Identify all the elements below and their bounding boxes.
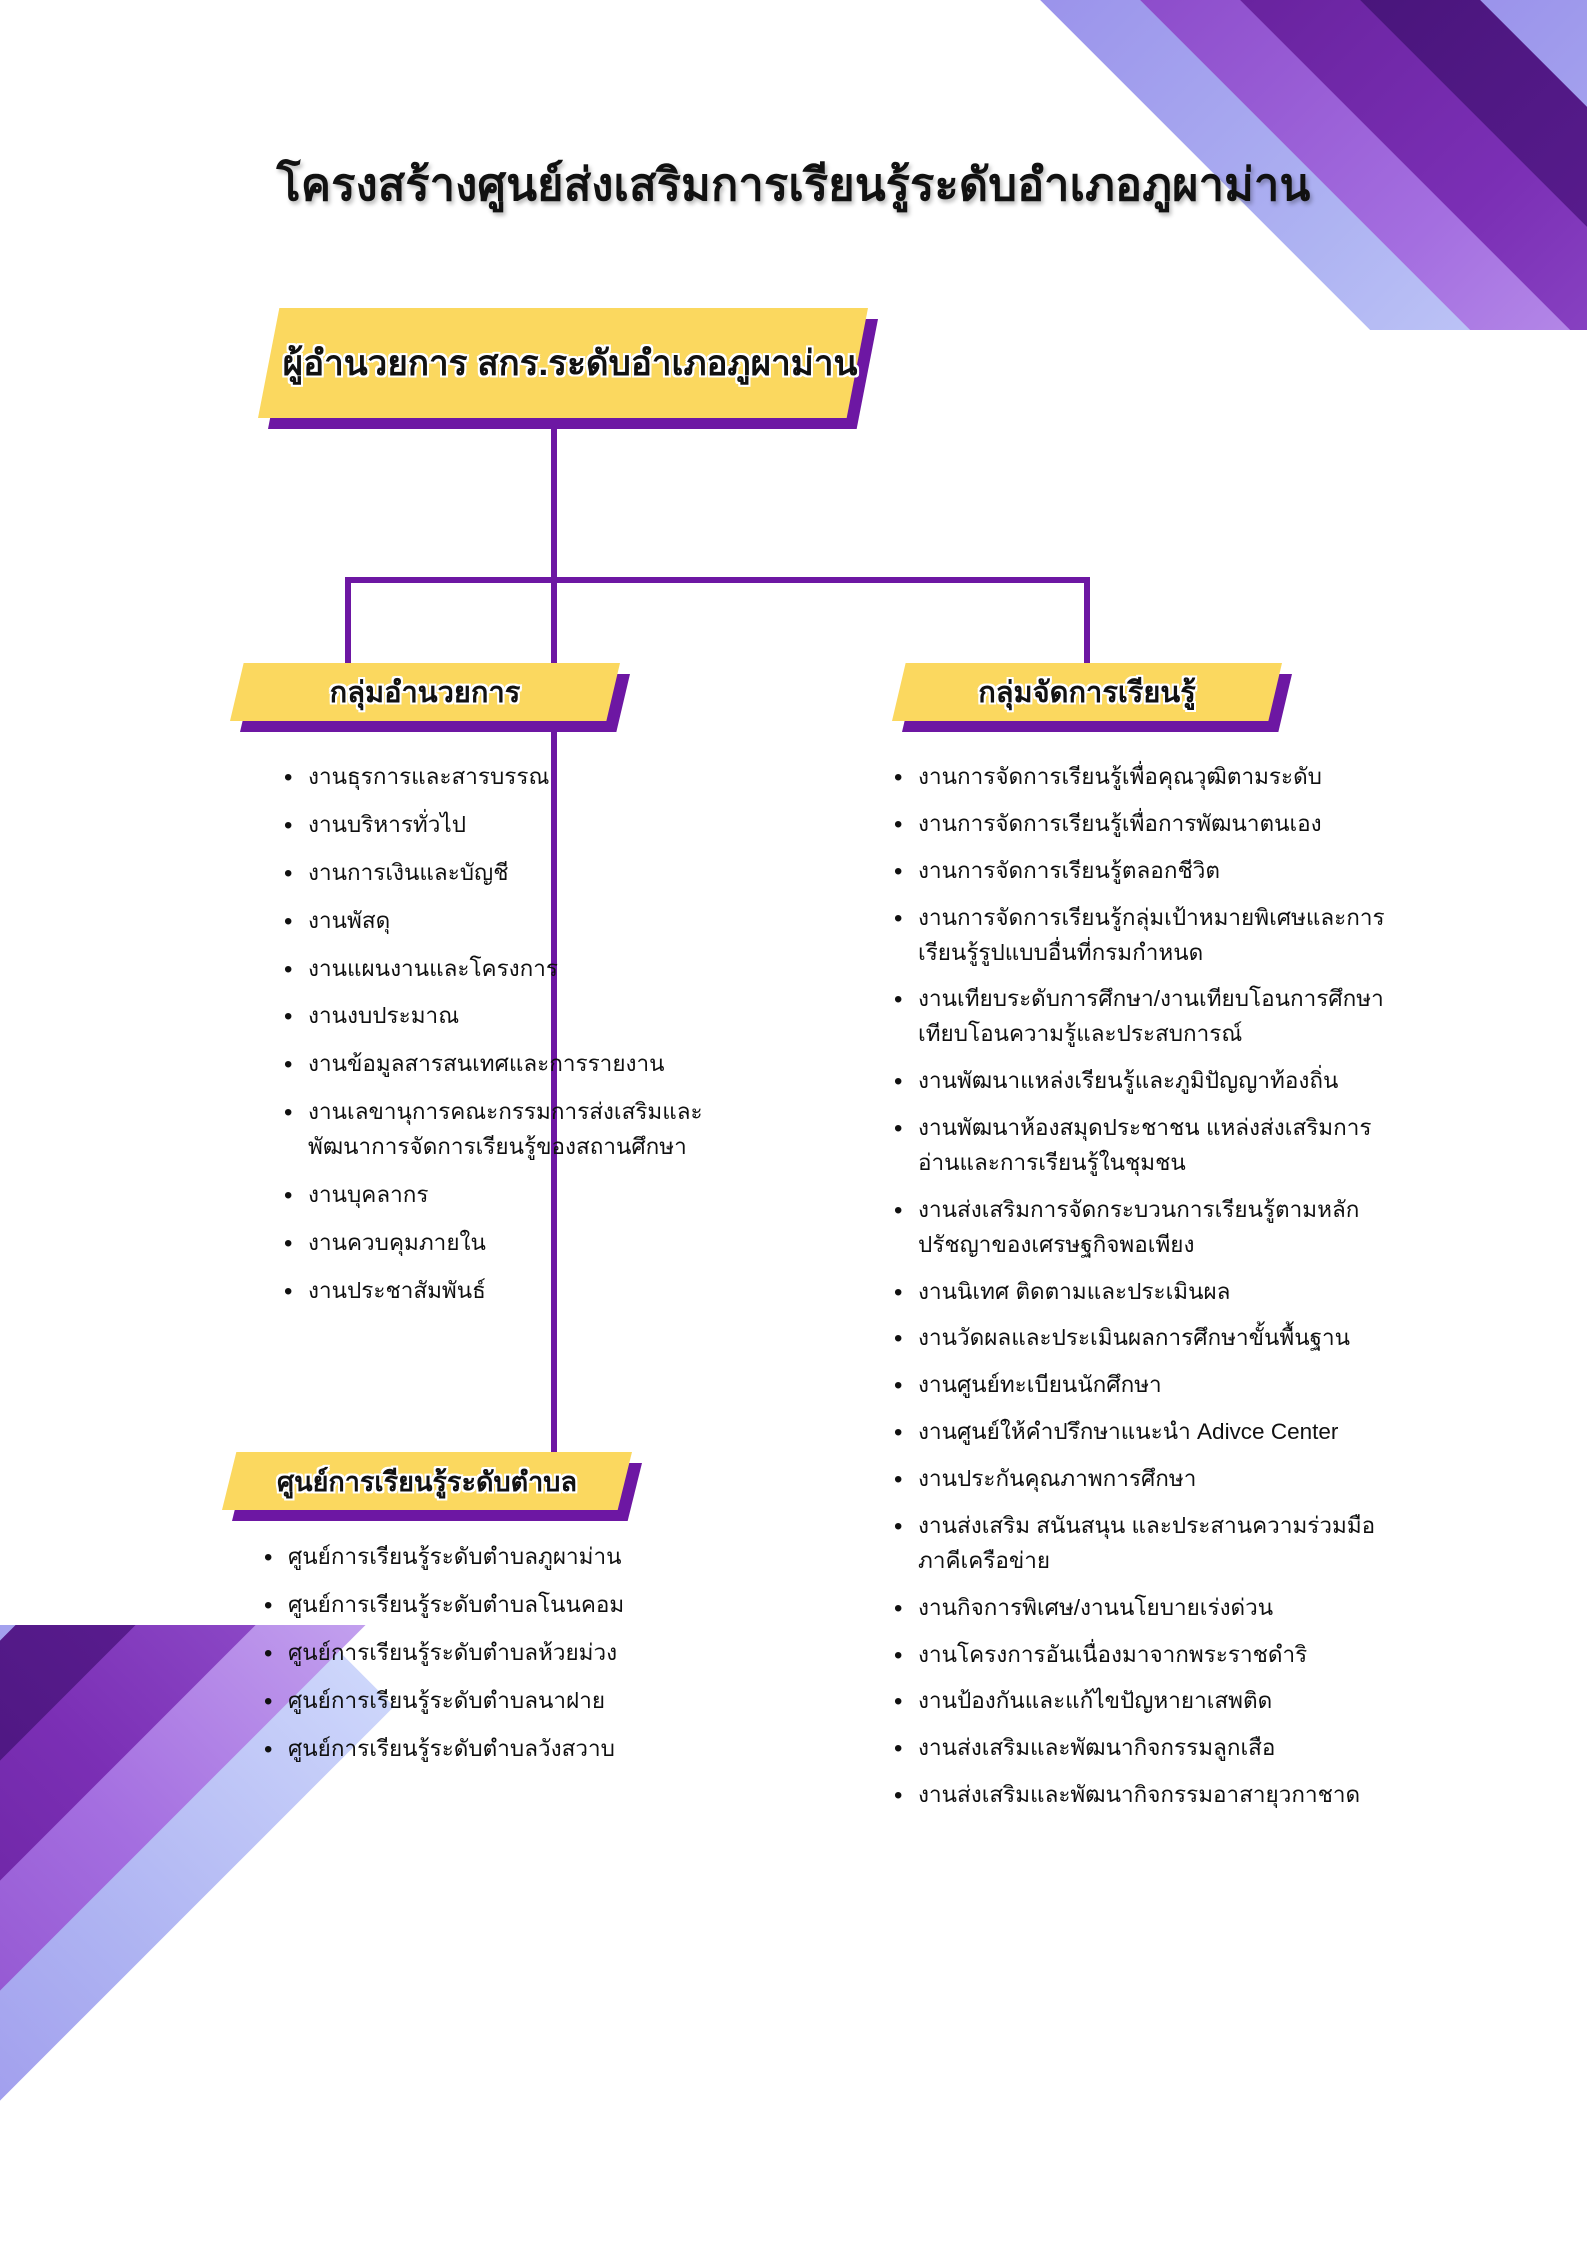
- list-item: งานโครงการอันเนื่องมาจากพระราชดำริ: [888, 1637, 1388, 1674]
- list-item: งานส่งเสริมการจัดกระบวนการเรียนรู้ตามหลั…: [888, 1192, 1388, 1263]
- list-item: งานแผนงานและโครงการ: [278, 951, 708, 988]
- director-banner: ผู้อำนวยการ สกร.ระดับอำเภอภูผาม่าน: [258, 308, 878, 429]
- connector-learning-drop: [1084, 577, 1090, 669]
- list-item: ศูนย์การเรียนรู้ระดับตำบลภูผาม่าน: [258, 1539, 698, 1576]
- learning-task-list: งานการจัดการเรียนรู้เพื่อคุณวุฒิตามระดับ…: [888, 759, 1388, 1825]
- director-banner-face: [258, 308, 868, 418]
- list-item: งานศูนย์ทะเบียนนักศึกษา: [888, 1367, 1388, 1404]
- admin-task-list: งานธุรการและสารบรรณ งานบริหารทั่วไป งานก…: [278, 759, 708, 1322]
- list-item: งานธุรการและสารบรรณ: [278, 759, 708, 796]
- learning-group-header: กลุ่มจัดการเรียนรู้: [978, 677, 1196, 709]
- list-item: ศูนย์การเรียนรู้ระดับตำบลวังสวาบ: [258, 1731, 698, 1768]
- list-item: งานนิเทศ ติดตามและประเมินผล: [888, 1274, 1388, 1311]
- list-item: ศูนย์การเรียนรู้ระดับตำบลโนนคอม: [258, 1587, 698, 1624]
- tambon-center-list: ศูนย์การเรียนรู้ระดับตำบลภูผาม่าน ศูนย์ก…: [258, 1539, 698, 1779]
- admin-group-banner: กลุ่มอำนวยการ: [230, 663, 630, 732]
- list-item: งานป้องกันและแก้ไขปัญหายาเสพติด: [888, 1683, 1388, 1720]
- connector-director-stem: [551, 418, 557, 583]
- list-item: งานบริหารทั่วไป: [278, 807, 708, 844]
- list-item: งานงบประมาณ: [278, 998, 708, 1035]
- list-item: งานส่งเสริมและพัฒนากิจกรรมลูกเสือ: [888, 1730, 1388, 1767]
- list-item: งานส่งเสริม สนันสนุน และประสานความร่วมมื…: [888, 1508, 1388, 1579]
- connector-horizontal-bus: [345, 577, 1090, 583]
- list-item: งานประกันคุณภาพการศึกษา: [888, 1461, 1388, 1498]
- list-item: งานการจัดการเรียนรู้เพื่อการพัฒนาตนเอง: [888, 806, 1388, 843]
- list-item: งานพัฒนาห้องสมุดประชาชน แหล่งส่งเสริมการ…: [888, 1110, 1388, 1181]
- list-item: งานการจัดการเรียนรู้กลุ่มเป้าหมายพิเศษแล…: [888, 900, 1388, 971]
- learning-banner-face: [892, 663, 1282, 721]
- director-label: ผู้อำนวยการ สกร.ระดับอำเภอภูผาม่าน: [282, 343, 858, 383]
- list-item: งานการจัดการเรียนรู้เพื่อคุณวุฒิตามระดับ: [888, 759, 1388, 796]
- list-item: งานส่งเสริมและพัฒนากิจกรรมอาสายุวกาชาด: [888, 1777, 1388, 1814]
- list-item: งานกิจการพิเศษ/งานนโยบายเร่งด่วน: [888, 1590, 1388, 1627]
- list-item: งานศูนย์ให้คำปรึกษาแนะนำ Adivce Center: [888, 1414, 1388, 1451]
- list-item: งานการจัดการเรียนรู้ตลอกชีวิต: [888, 853, 1388, 890]
- list-item: ศูนย์การเรียนรู้ระดับตำบลห้วยม่วง: [258, 1635, 698, 1672]
- list-item: งานเทียบระดับการศึกษา/งานเทียบโอนการศึกษ…: [888, 981, 1388, 1052]
- tambon-banner-face: [222, 1452, 632, 1510]
- tambon-centers-banner: ศูนย์การเรียนรู้ระดับตำบล: [222, 1452, 642, 1521]
- page-title: โครงสร้างศูนย์ส่งเสริมการเรียนรู้ระดับอำ…: [276, 159, 1311, 210]
- list-item: งานวัดผลและประเมินผลการศึกษาขั้นพื้นฐาน: [888, 1320, 1388, 1357]
- list-item: งานประชาสัมพันธ์: [278, 1273, 708, 1310]
- tambon-group-header: ศูนย์การเรียนรู้ระดับตำบล: [277, 1466, 577, 1497]
- list-item: งานควบคุมภายใน: [278, 1225, 708, 1262]
- list-item: งานพัฒนาแหล่งเรียนรู้และภูมิปัญญาท้องถิ่…: [888, 1063, 1388, 1100]
- learning-group-banner: กลุ่มจัดการเรียนรู้: [892, 663, 1292, 732]
- list-item: งานการเงินและบัญชี: [278, 855, 708, 892]
- connector-admin-drop: [345, 577, 351, 669]
- list-item: ศูนย์การเรียนรู้ระดับตำบลนาฝาย: [258, 1683, 698, 1720]
- admin-banner-face: [230, 663, 620, 721]
- list-item: งานบุคลากร: [278, 1177, 708, 1214]
- list-item: งานเลขานุการคณะกรรมการส่งเสริมและพัฒนากา…: [278, 1094, 708, 1165]
- list-item: งานข้อมูลสารสนเทศและการรายงาน: [278, 1046, 708, 1083]
- list-item: งานพัสดุ: [278, 903, 708, 940]
- admin-group-header: กลุ่มอำนวยการ: [329, 677, 521, 709]
